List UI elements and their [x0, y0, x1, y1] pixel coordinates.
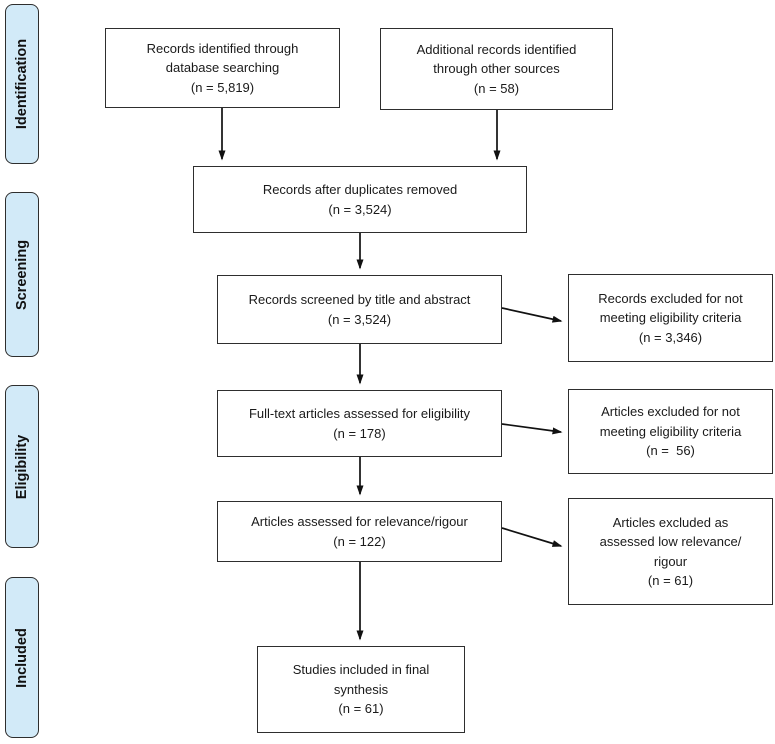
- stage-label-included: Included: [5, 577, 39, 738]
- stage-label-text: Included: [14, 627, 30, 688]
- arrow-screened-to-excluded: [501, 307, 563, 323]
- box-text-line: meeting eligibility criteria: [599, 310, 742, 326]
- stage-label-identification: Identification: [5, 4, 39, 164]
- flow-box-records-screened: Records screened by title and abstract (…: [217, 275, 502, 344]
- box-count-line: (n = 61): [647, 573, 694, 588]
- box-text-line: Records identified through: [146, 40, 299, 56]
- box-text-line: meeting eligibility criteria: [599, 423, 742, 439]
- stage-label-text: Identification: [14, 38, 31, 130]
- stage-label-text: Screening: [14, 239, 31, 310]
- box-count-line: (n = 56): [646, 443, 695, 459]
- box-text-line: Full-text articles assessed for eligibil…: [248, 406, 471, 421]
- box-text-line: Records excluded for not: [598, 290, 743, 306]
- flow-box-articles-excluded-fulltext: Articles excluded for not meeting eligib…: [568, 389, 773, 474]
- box-text-line: through other sources: [433, 61, 560, 77]
- box-count-line: (n = 3,346): [638, 329, 703, 345]
- flow-box-articles-excluded-relevance: Articles excluded as assessed low releva…: [568, 498, 773, 605]
- stage-label-eligibility: Eligibility: [5, 385, 39, 548]
- box-count-line: (n = 178): [333, 425, 386, 441]
- flow-box-studies-included-final: Studies included in final synthesis (n =…: [257, 646, 465, 733]
- arrow-fulltext-to-excluded: [501, 423, 563, 435]
- stage-label-text: Eligibility: [14, 434, 31, 499]
- box-text-line: assessed low relevance/: [599, 534, 742, 549]
- box-count-line: (n = 58): [473, 80, 520, 96]
- box-count-line: (n = 61): [338, 701, 384, 717]
- arrow-relevance-to-excluded: [501, 527, 563, 547]
- stage-label-screening: Screening: [5, 192, 39, 357]
- box-text-line: Records after duplicates removed: [262, 182, 458, 197]
- box-count-line: (n = 3,524): [328, 201, 392, 217]
- box-count-line: (n = 122): [333, 533, 386, 549]
- flow-box-fulltext-assessed: Full-text articles assessed for eligibil…: [217, 390, 502, 457]
- flow-box-records-identified-database: Records identified through database sear…: [105, 28, 340, 108]
- flow-box-articles-assessed-relevance: Articles assessed for relevance/rigour (…: [217, 501, 502, 562]
- box-text-line: database searching: [165, 60, 280, 76]
- flow-box-records-after-duplicates-removed: Records after duplicates removed (n = 3,…: [193, 166, 527, 233]
- box-count-line: (n = 5,819): [190, 79, 255, 95]
- box-text-line: Articles excluded for not: [601, 404, 740, 420]
- flow-box-additional-records-other-sources: Additional records identified through ot…: [380, 28, 613, 110]
- box-text-line: Articles assessed for relevance/rigour: [251, 514, 468, 529]
- box-count-line: (n = 3,524): [327, 311, 392, 327]
- box-text-line: Records screened by title and abstract: [248, 292, 471, 307]
- box-text-line: rigour: [653, 553, 688, 569]
- box-text-line: Studies included in final: [292, 662, 430, 678]
- box-text-line: Additional records identified: [416, 41, 577, 57]
- flow-box-records-excluded-screening: Records excluded for not meeting eligibi…: [568, 274, 773, 362]
- box-text-line: synthesis: [333, 681, 389, 697]
- box-text-line: Articles excluded as: [612, 514, 729, 530]
